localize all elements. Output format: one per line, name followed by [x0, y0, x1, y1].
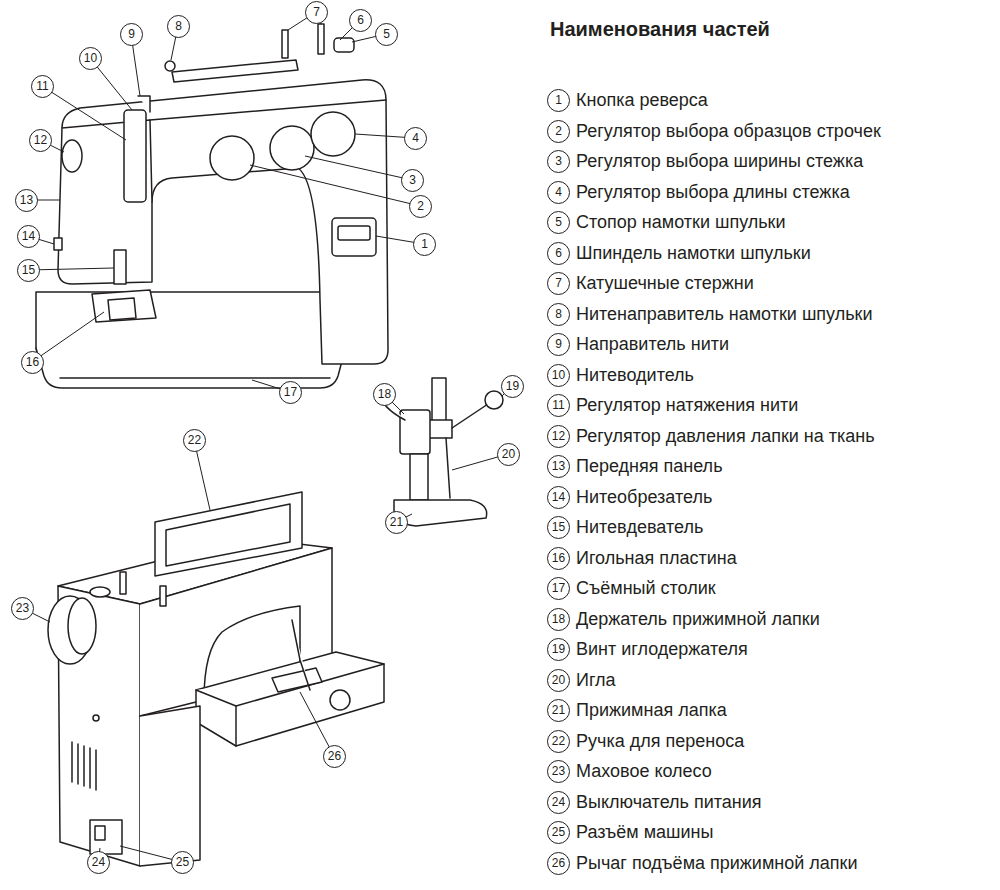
list-number: 4 [547, 181, 570, 204]
list-number: 15 [547, 516, 570, 539]
list-number: 21 [547, 699, 570, 722]
part-name: Игольная пластина [576, 547, 737, 569]
callout-number: 11 [31, 75, 54, 98]
list-number: 10 [547, 364, 570, 387]
callout-number: 21 [385, 511, 408, 534]
callout-number: 19 [501, 375, 524, 398]
callout-number: 1 [413, 233, 436, 256]
callout-number: 6 [349, 9, 372, 32]
part-name: Нитевдеватель [576, 516, 703, 538]
part-name: Шпиндель намотки шпульки [576, 242, 811, 264]
callout-number: 16 [21, 351, 44, 374]
callout-number: 24 [87, 851, 110, 874]
callout-number: 22 [183, 429, 206, 452]
part-name: Регулятор выбора ширины стежка [576, 150, 863, 172]
part-name: Регулятор выбора образцов строчек [576, 120, 881, 142]
part-name: Нитеводитель [576, 364, 694, 386]
part-name: Нитеобрезатель [576, 486, 712, 508]
callout-number: 10 [79, 47, 102, 70]
list-number: 24 [547, 791, 570, 814]
callout-number: 7 [305, 1, 328, 24]
callout-number: 12 [29, 129, 52, 152]
part-name: Держатель прижимной лапки [576, 608, 820, 630]
list-number: 20 [547, 669, 570, 692]
part-name: Направитель нити [576, 333, 729, 355]
part-name: Регулятор давления лапки на ткань [576, 425, 875, 447]
part-name: Передняя панель [576, 455, 723, 477]
list-number: 23 [547, 760, 570, 783]
list-number: 3 [547, 150, 570, 173]
part-name: Регулятор выбора длины стежка [576, 181, 850, 203]
callout-number: 9 [120, 23, 143, 46]
callout-number: 26 [323, 745, 346, 768]
part-name: Кнопка реверса [576, 89, 708, 111]
callout-number: 8 [167, 15, 190, 38]
list-number: 22 [547, 730, 570, 753]
part-name: Выключатель питания [576, 791, 762, 813]
part-name: Маховое колесо [576, 760, 712, 782]
list-number: 5 [547, 211, 570, 234]
part-name: Катушечные стержни [576, 272, 754, 294]
callout-number: 25 [171, 851, 194, 874]
callout-number: 2 [409, 195, 432, 218]
list-number: 26 [547, 852, 570, 875]
part-name: Винт иглодержателя [576, 638, 748, 660]
list-number: 1 [547, 89, 570, 112]
list-number: 13 [547, 455, 570, 478]
list-number: 2 [547, 120, 570, 143]
part-name: Стопор намотки шпульки [576, 211, 786, 233]
callout-number: 15 [17, 259, 40, 282]
part-name: Игла [576, 669, 616, 691]
heading: Наименования частей [550, 18, 770, 41]
callout-number: 3 [401, 169, 424, 192]
list-number: 8 [547, 303, 570, 326]
list-number: 12 [547, 425, 570, 448]
part-name: Съёмный столик [576, 577, 716, 599]
callout-number: 18 [373, 383, 396, 406]
callout-number: 13 [15, 189, 38, 212]
list-number: 7 [547, 272, 570, 295]
list-number: 18 [547, 608, 570, 631]
list-number: 25 [547, 821, 570, 844]
list-number: 19 [547, 638, 570, 661]
list-number: 14 [547, 486, 570, 509]
list-number: 17 [547, 577, 570, 600]
callout-number: 23 [11, 597, 34, 620]
callout-number: 20 [497, 443, 520, 466]
part-name: Рычаг подъёма прижимной лапки [576, 852, 858, 874]
part-name: Разъём машины [576, 821, 713, 843]
list-number: 6 [547, 242, 570, 265]
part-name: Регулятор натяжения нити [576, 394, 798, 416]
list-number: 11 [547, 394, 570, 417]
callout-number: 4 [404, 127, 427, 150]
part-name: Ручка для переноса [576, 730, 744, 752]
part-name: Нитенаправитель намотки шпульки [576, 303, 873, 325]
callout-number: 14 [17, 225, 40, 248]
list-number: 16 [547, 547, 570, 570]
part-name: Прижимная лапка [576, 699, 727, 721]
list-number: 9 [547, 333, 570, 356]
callout-number: 5 [375, 23, 398, 46]
callout-number: 17 [279, 381, 302, 404]
